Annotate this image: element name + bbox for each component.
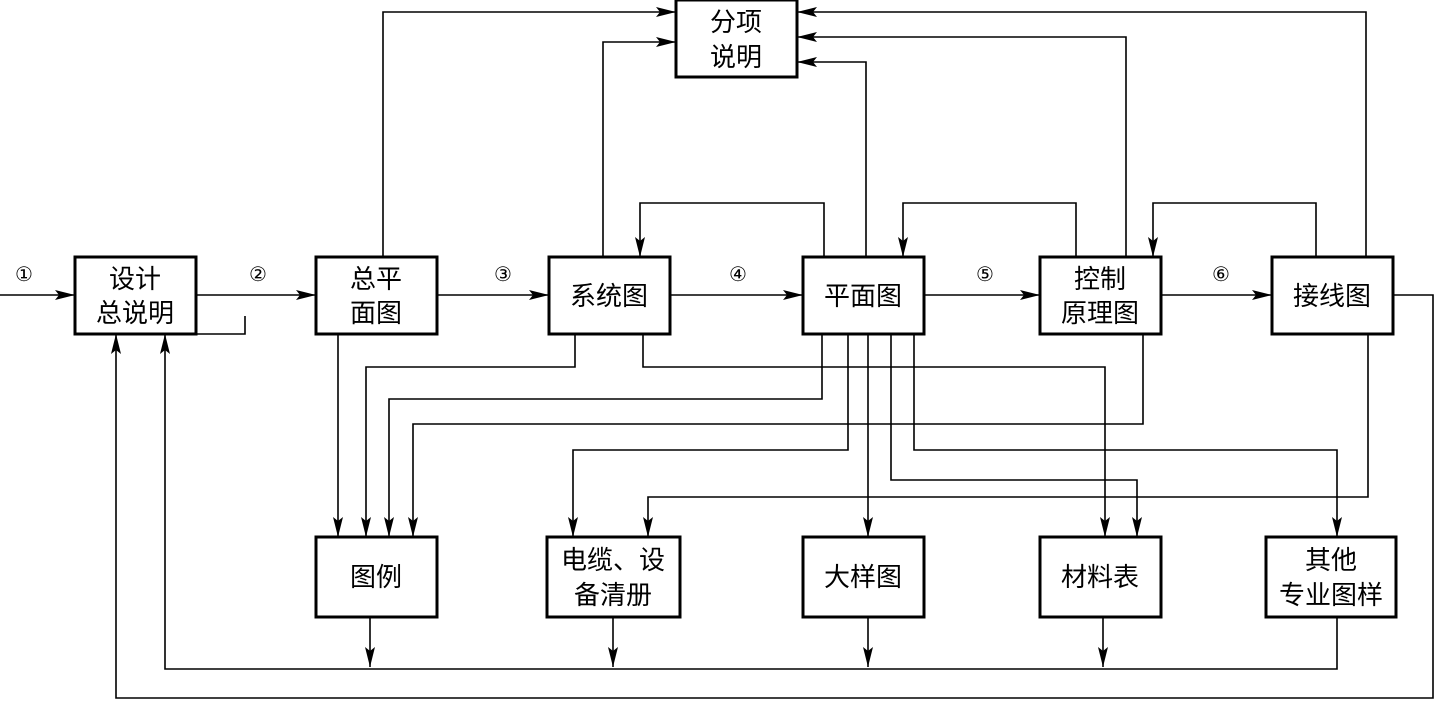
node-wiring-diagram-label: 接线图 (1293, 282, 1371, 312)
wiring-diagram-to-cable-list (643, 334, 1369, 537)
step-labels: ① ② ③ ④ ⑤ ⑥ (15, 262, 1230, 286)
inner-feedback-bus (160, 334, 1338, 670)
node-site-plan-line-2: 面图 (350, 299, 402, 329)
node-other-discipline-drawings: 其他 专业图样 (1264, 535, 1398, 619)
connectors (0, 6, 1434, 699)
step-label-2: ② (249, 262, 267, 286)
node-floor-plan: 平面图 (801, 255, 926, 336)
floor-plan-to-legend (384, 334, 823, 537)
outer-feedback-bus (111, 294, 1434, 699)
floor-plan-to-other-drawings (913, 334, 1342, 537)
node-floor-plan-label: 平面图 (824, 282, 902, 312)
node-material-list: 材料表 (1038, 535, 1163, 619)
node-other-discipline-drawings-line-1: 其他 (1305, 546, 1357, 576)
node-itemized-notes: 分项 说明 (674, 0, 799, 79)
floor-plan-to-cable-list (568, 334, 849, 537)
wiring-diagram-to-itemized-notes (797, 6, 1367, 257)
node-design-notes-line-2: 总说明 (96, 299, 174, 329)
node-other-discipline-drawings-line-2: 专业图样 (1279, 581, 1383, 611)
node-material-list-label: 材料表 (1061, 563, 1139, 593)
system-diagram-to-material-list (642, 334, 1110, 537)
node-legend: 图例 (314, 535, 439, 619)
step-label-5: ⑤ (976, 262, 994, 286)
node-cable-equipment-list: 电缆、设 备清册 (545, 535, 682, 619)
node-system-diagram-label: 系统图 (570, 282, 648, 312)
node-itemized-notes-line-2: 说明 (710, 43, 762, 73)
site-plan-to-itemized-notes (382, 7, 676, 257)
node-site-plan: 总平 面图 (314, 255, 439, 336)
system-diagram-to-itemized-notes (602, 37, 676, 257)
node-site-plan-line-1: 总平 (350, 265, 402, 295)
system-diagram-to-legend (361, 334, 576, 537)
step-label-3: ③ (494, 262, 512, 286)
node-detail-drawing: 大样图 (801, 535, 926, 619)
node-control-schematic-line-2: 原理图 (1061, 299, 1139, 329)
control-schematic-back-to-floor-plan (898, 202, 1077, 257)
control-schematic-to-itemized-notes (797, 32, 1127, 257)
node-itemized-notes-line-1: 分项 (710, 8, 762, 38)
node-cable-equipment-list-line-2: 备清册 (574, 581, 652, 611)
step-label-6: ⑥ (1212, 262, 1230, 286)
step-label-4: ④ (729, 262, 747, 286)
control-schematic-to-legend (408, 334, 1144, 537)
node-wiring-diagram: 接线图 (1270, 255, 1395, 336)
node-control-schematic-line-1: 控制 (1074, 265, 1126, 295)
node-design-notes-line-1: 设计 (109, 265, 161, 295)
node-legend-label: 图例 (350, 563, 402, 593)
design-notes-bottom-stub (196, 316, 246, 335)
floor-plan-to-material-list (890, 334, 1142, 537)
node-cable-equipment-list-line-1: 电缆、设 (561, 546, 665, 576)
wiring-diagram-back-to-control-schematic (1148, 202, 1317, 257)
node-design-notes: 设计 总说明 (73, 255, 198, 336)
node-detail-drawing-label: 大样图 (824, 563, 902, 593)
floor-plan-to-itemized-notes (797, 57, 867, 257)
step-label-1: ① (15, 262, 33, 286)
node-control-schematic: 控制 原理图 (1038, 255, 1163, 336)
node-system-diagram: 系统图 (547, 255, 672, 336)
floor-plan-back-to-system-diagram (635, 202, 825, 257)
